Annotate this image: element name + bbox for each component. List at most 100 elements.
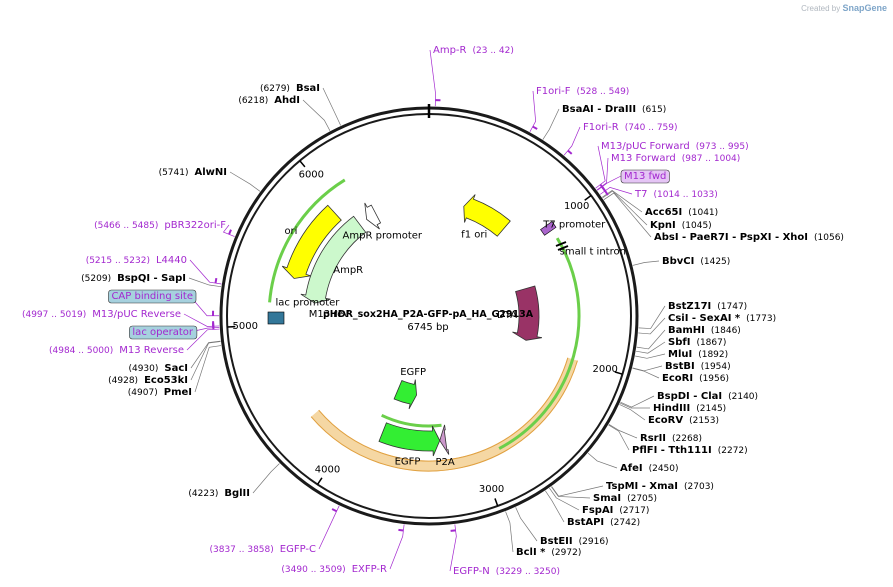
label-l11-m13-puc-reverse[interactable]: (4997 .. 5019)M13/pUC Reverse: [22, 309, 181, 320]
leader-r22-bsteii: [515, 507, 538, 542]
label-l3-bspqi-sapi[interactable]: (5209)BspQI - SapI: [81, 273, 186, 284]
feature-ampr[interactable]: [300, 215, 367, 304]
feature-label-5: EGFP: [400, 367, 426, 378]
label-r3-absi-paer7i-pspxi-xhoi[interactable]: AbsI - PaeR7I - PspXI - XhoI(1056): [654, 232, 844, 243]
feature-label-0: AmpR: [333, 265, 363, 276]
label-r24-amp-r[interactable]: Amp-R(23 .. 42): [433, 45, 514, 56]
label-box-l12-lac-operator: [129, 325, 198, 340]
label-l6-pmei[interactable]: (4907)PmeI: [128, 387, 192, 398]
label-r22-bsteii[interactable]: BstEII(2916): [540, 536, 609, 547]
promoter-label-3: M13 rev: [309, 309, 350, 320]
label-l13-m13-reverse[interactable]: (4984 .. 5000)M13 Reverse: [49, 345, 184, 356]
promoter-label-1: small t intron: [560, 246, 626, 257]
leader-l7-bglii: [252, 463, 280, 494]
label-r4-bbvci[interactable]: BbvCI(1425): [662, 256, 730, 267]
label-r27-m13-puc-forward[interactable]: M13/pUC Forward(973 .. 995): [601, 141, 749, 152]
label-r6-csii-sexai-[interactable]: CsiI - SexAI *(1773): [668, 313, 776, 324]
primer-mark-r30-t7: [604, 190, 609, 196]
tick-label-3000: 3000: [479, 484, 504, 495]
leader-l15-exfp-r: [389, 524, 405, 570]
tick-label-5000: 5000: [233, 321, 258, 332]
label-l4-saci[interactable]: (4930)SacI: [128, 363, 188, 374]
label-l14-egfp-c[interactable]: (3837 .. 3858)EGFP-C: [209, 544, 316, 555]
feature-ampr-promoter[interactable]: [364, 202, 382, 230]
feature-label-6: EGFP: [395, 456, 421, 467]
leader-r29-m13-fwd: [597, 175, 622, 191]
label-r28-m13-forward[interactable]: M13 Forward(987 .. 1004): [611, 153, 740, 164]
leader-l1-ahdi: [302, 99, 331, 131]
leader-l0-bsai: [322, 87, 341, 126]
label-r14-ecorv[interactable]: EcoRV(2153): [648, 415, 719, 426]
leader-r14-ecorv: [619, 404, 646, 421]
tick-2000: [614, 371, 623, 375]
label-r30-t7[interactable]: T7(1014 .. 1033): [634, 189, 718, 200]
label-l1-ahdi[interactable]: (6218)AhdI: [238, 95, 300, 106]
leader-r15-rsrii: [608, 424, 638, 439]
feature-dta[interactable]: [512, 285, 543, 341]
tick-label-6000: 6000: [299, 170, 324, 181]
label-r2-kpni[interactable]: KpnI(1045): [650, 220, 712, 231]
lac-region-icon: [267, 311, 285, 325]
leader-r20-fspai: [549, 487, 580, 511]
label-r20-fspai[interactable]: FspAI(2717): [582, 505, 649, 516]
label-r7-bamhi[interactable]: BamHI(1846): [668, 325, 741, 336]
leader-l6-pmei: [194, 345, 222, 393]
feature-ori[interactable]: [281, 204, 342, 279]
label-r16-pflfi-tth111i[interactable]: PflFI - Tth111I(2272): [632, 445, 748, 456]
label-l8-pbr322ori-f[interactable]: (5466 .. 5485)pBR322ori-F: [94, 220, 226, 231]
feature-p2a[interactable]: [439, 424, 450, 455]
label-r26-f1ori-r[interactable]: F1ori-R(740 .. 759): [583, 122, 678, 133]
label-l7-bglii[interactable]: (4223)BglII: [188, 488, 250, 499]
label-r11-ecori[interactable]: EcoRI(1956): [662, 373, 729, 384]
leader-r21-bstapi: [545, 490, 565, 523]
leader-r26-f1ori-r: [563, 126, 581, 156]
label-r19-smai[interactable]: SmaI(2705): [593, 493, 657, 504]
label-r29-m13-fwd[interactable]: M13 fwd: [624, 171, 666, 182]
label-r17-afei[interactable]: AfeI(2450): [620, 463, 679, 474]
label-l5-eco53ki[interactable]: (4928)Eco53kI: [108, 375, 188, 386]
label-r10-bstbi[interactable]: BstBI(1954): [665, 361, 731, 372]
credit: Created by SnapGene: [801, 3, 887, 13]
feature-egfp2[interactable]: [378, 422, 441, 457]
feature-f1-ori[interactable]: [463, 194, 511, 237]
leader-r10-bstbi: [632, 365, 663, 372]
label-r5-bstz17i[interactable]: BstZ17I(1747): [668, 301, 747, 312]
credit-text: Created by: [801, 4, 841, 13]
label-r31-egfp-n[interactable]: EGFP-N(3229 .. 3250): [453, 566, 560, 577]
label-r21-bstapi[interactable]: BstAPI(2742): [567, 517, 640, 528]
leader-r8-sbfi: [635, 341, 666, 354]
leader-r16-pflfi-tth111i: [608, 424, 630, 451]
orf-band-edge-inner: [318, 357, 569, 462]
leader-l8-pbr322ori-f: [222, 224, 235, 237]
feature-track-0: [268, 178, 346, 303]
label-r12-bspdi-clai[interactable]: BspDI - ClaI(2140): [657, 391, 758, 402]
tick-label-2000: 2000: [592, 364, 617, 375]
label-r1-acc65i[interactable]: Acc65I(1041): [645, 207, 718, 218]
label-r15-rsrii[interactable]: RsrII(2268): [640, 433, 702, 444]
primer-mark-r26-f1ori-r: [567, 149, 573, 155]
label-l0-bsai[interactable]: (6279)BsaI: [260, 83, 320, 94]
label-r18-tspmi-xmai[interactable]: TspMI - XmaI(2703): [606, 481, 714, 492]
leader-r3-absi-paer7i-pspxi-xhoi: [603, 192, 652, 238]
label-l15-exfp-r[interactable]: (3490 .. 3509)EXFP-R: [281, 564, 387, 575]
label-r0-bsaai-draiii[interactable]: BsaAI - DraIII(615): [562, 104, 666, 115]
promoter-label-0: T7 promoter: [542, 220, 606, 231]
leader-r23-bcli-: [505, 511, 514, 553]
label-r8-sbfi[interactable]: SbfI(1867): [668, 337, 726, 348]
label-l2-alwni[interactable]: (5741)AlwNI: [159, 167, 227, 178]
primer-mark-r31-egfp-n: [450, 529, 456, 532]
leader-r19-smai: [551, 486, 591, 499]
feature-label-2: f1 ori: [461, 230, 487, 241]
feature-egfp[interactable]: [393, 379, 417, 410]
intron-icon: [555, 241, 569, 251]
label-r25-f1ori-f[interactable]: F1ori-F(528 .. 549): [536, 86, 629, 97]
label-l10-cap-binding-site[interactable]: CAP binding site: [111, 291, 193, 302]
promoter-label-2: lac promoter: [275, 298, 340, 309]
label-r23-bcli-[interactable]: BclI *(2972): [516, 547, 581, 558]
label-l9-l4440[interactable]: (5215 .. 5232)L4440: [86, 255, 187, 266]
label-r13-hindiii[interactable]: HindIII(2145): [653, 403, 726, 414]
label-r9-mlui[interactable]: MluI(1892): [668, 349, 728, 360]
leader-r25-f1ori-f: [529, 90, 537, 132]
label-l12-lac-operator[interactable]: lac operator: [132, 327, 193, 338]
leader-l11-m13-puc-reverse: [183, 313, 220, 327]
